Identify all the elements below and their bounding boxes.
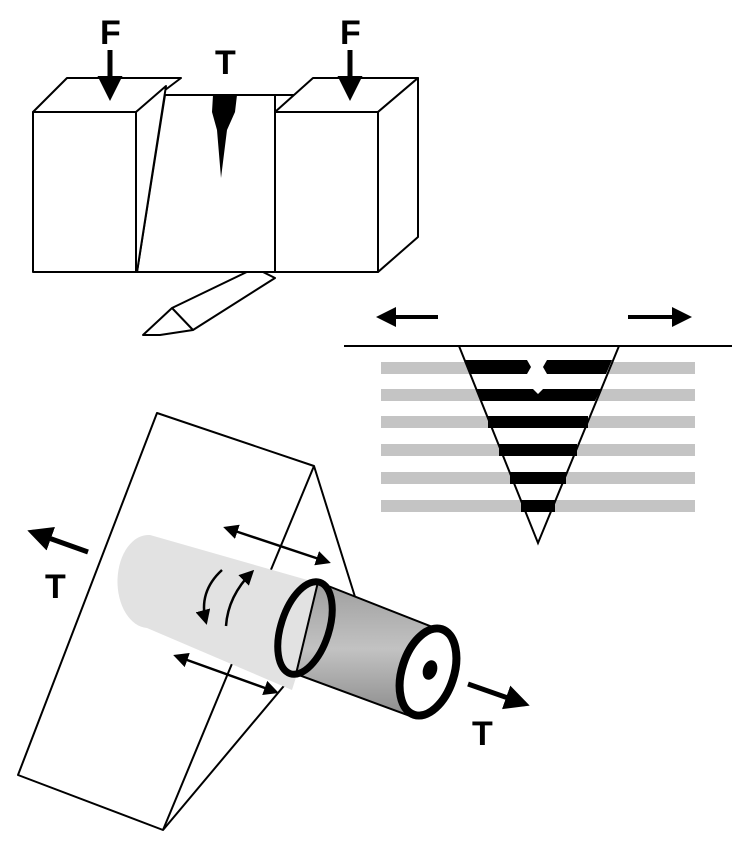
fiber-pullout: T T xyxy=(17,412,530,831)
wedge-split-test: F F T xyxy=(32,14,419,336)
v-notch-layers xyxy=(344,307,732,546)
shear-arrow-top xyxy=(223,524,331,566)
fiber-shadow xyxy=(117,534,325,690)
rotation-arrow-outer xyxy=(195,569,223,625)
right-block-side xyxy=(377,77,419,273)
fiber-base-ring xyxy=(274,578,336,678)
crack xyxy=(212,95,237,178)
tension-arrow-left xyxy=(27,526,89,555)
tension-label-left: T xyxy=(45,568,66,606)
force-label-right: F xyxy=(340,14,361,52)
left-block-front xyxy=(32,111,137,273)
force-label-left: F xyxy=(100,14,121,52)
wedge-tool xyxy=(142,267,276,336)
tension-label-right: T xyxy=(472,715,493,753)
right-block-front xyxy=(274,111,379,273)
tension-label-top: T xyxy=(215,44,236,82)
tension-arrow-right xyxy=(467,681,530,710)
shear-arrow-bottom xyxy=(173,653,279,695)
rotation-arrow-inner xyxy=(224,569,255,627)
notch-stripes xyxy=(465,360,612,512)
layer-bands xyxy=(381,362,695,512)
